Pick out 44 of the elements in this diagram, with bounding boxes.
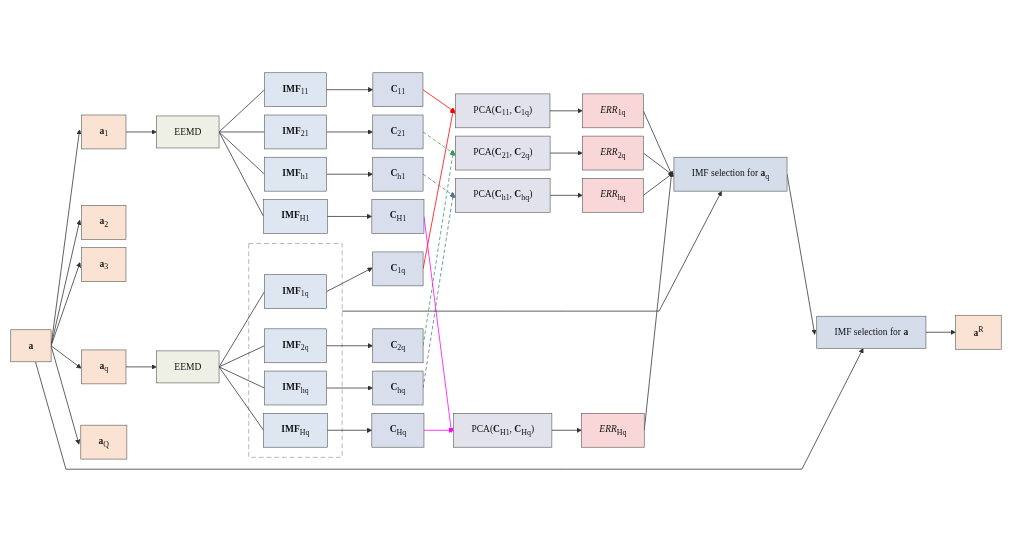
node-box: IMF$_{1q}$ (264, 273, 327, 309)
node-box: a$_{1}$ (81, 114, 127, 149)
node-box: IMF$_{21}$ (264, 114, 327, 149)
connector (218, 131, 264, 217)
node-box: IMF$_{Hq}$ (263, 412, 328, 448)
node-box: ERR$_{hq}$ (582, 177, 644, 213)
node-box: a$_{q}$ (81, 349, 127, 384)
node-box: a$_{2}$ (81, 204, 127, 240)
connector (218, 366, 265, 388)
node-box: IMF$_{H1}$ (263, 198, 328, 234)
node-box: PCA(C$_{21}$, C$_{2q}$) (455, 135, 551, 170)
node-box: C$_{1q}$ (372, 251, 424, 286)
node-box: IMF$_{11}$ (264, 72, 327, 107)
connector (218, 290, 265, 367)
node-box: C$_{11}$ (372, 72, 424, 107)
node-box: ERR$_{2q}$ (582, 135, 644, 170)
node-box: ERR$_{Hq}$ (581, 412, 645, 448)
connector (218, 344, 265, 367)
node-box: a$^{R}$ (955, 314, 1002, 350)
node-box: IMF$_{h1}$ (264, 156, 327, 191)
node-box: IMF$_{2q}$ (264, 328, 327, 363)
node-box: IMF$_{hq}$ (264, 370, 327, 405)
node-box: C$_{h1}$ (372, 156, 424, 191)
node-box: a$_{Q}$ (80, 424, 128, 459)
node-box: C$_{Hq}$ (371, 412, 425, 448)
node-box: IMF selection for a (816, 315, 927, 349)
node-box: C$_{hq}$ (372, 370, 424, 405)
node-box: a$_{3}$ (81, 246, 127, 282)
node-box: PCA(C$_{11}$, C$_{1q}$) (455, 93, 551, 128)
connector (218, 131, 265, 175)
node-box: C$_{H1}$ (371, 198, 425, 234)
node-box: C$_{21}$ (372, 114, 424, 149)
node-box: EEMD (156, 115, 220, 148)
cluster (248, 242, 343, 458)
connector (218, 366, 264, 431)
node-box: PCA(C$_{H1}$, C$_{Hq}$) (453, 412, 553, 448)
node-box: a (10, 329, 52, 362)
connector (218, 131, 265, 132)
node-box: PCA(C$_{h1}$, C$_{hq}$) (455, 177, 551, 213)
node-box: EEMD (156, 350, 220, 383)
node-box: C$_{2q}$ (372, 328, 424, 363)
node-box: ERR$_{1q}$ (582, 93, 644, 128)
connector (218, 88, 265, 132)
node-box: IMF selection for a$_{q}$ (673, 156, 788, 191)
